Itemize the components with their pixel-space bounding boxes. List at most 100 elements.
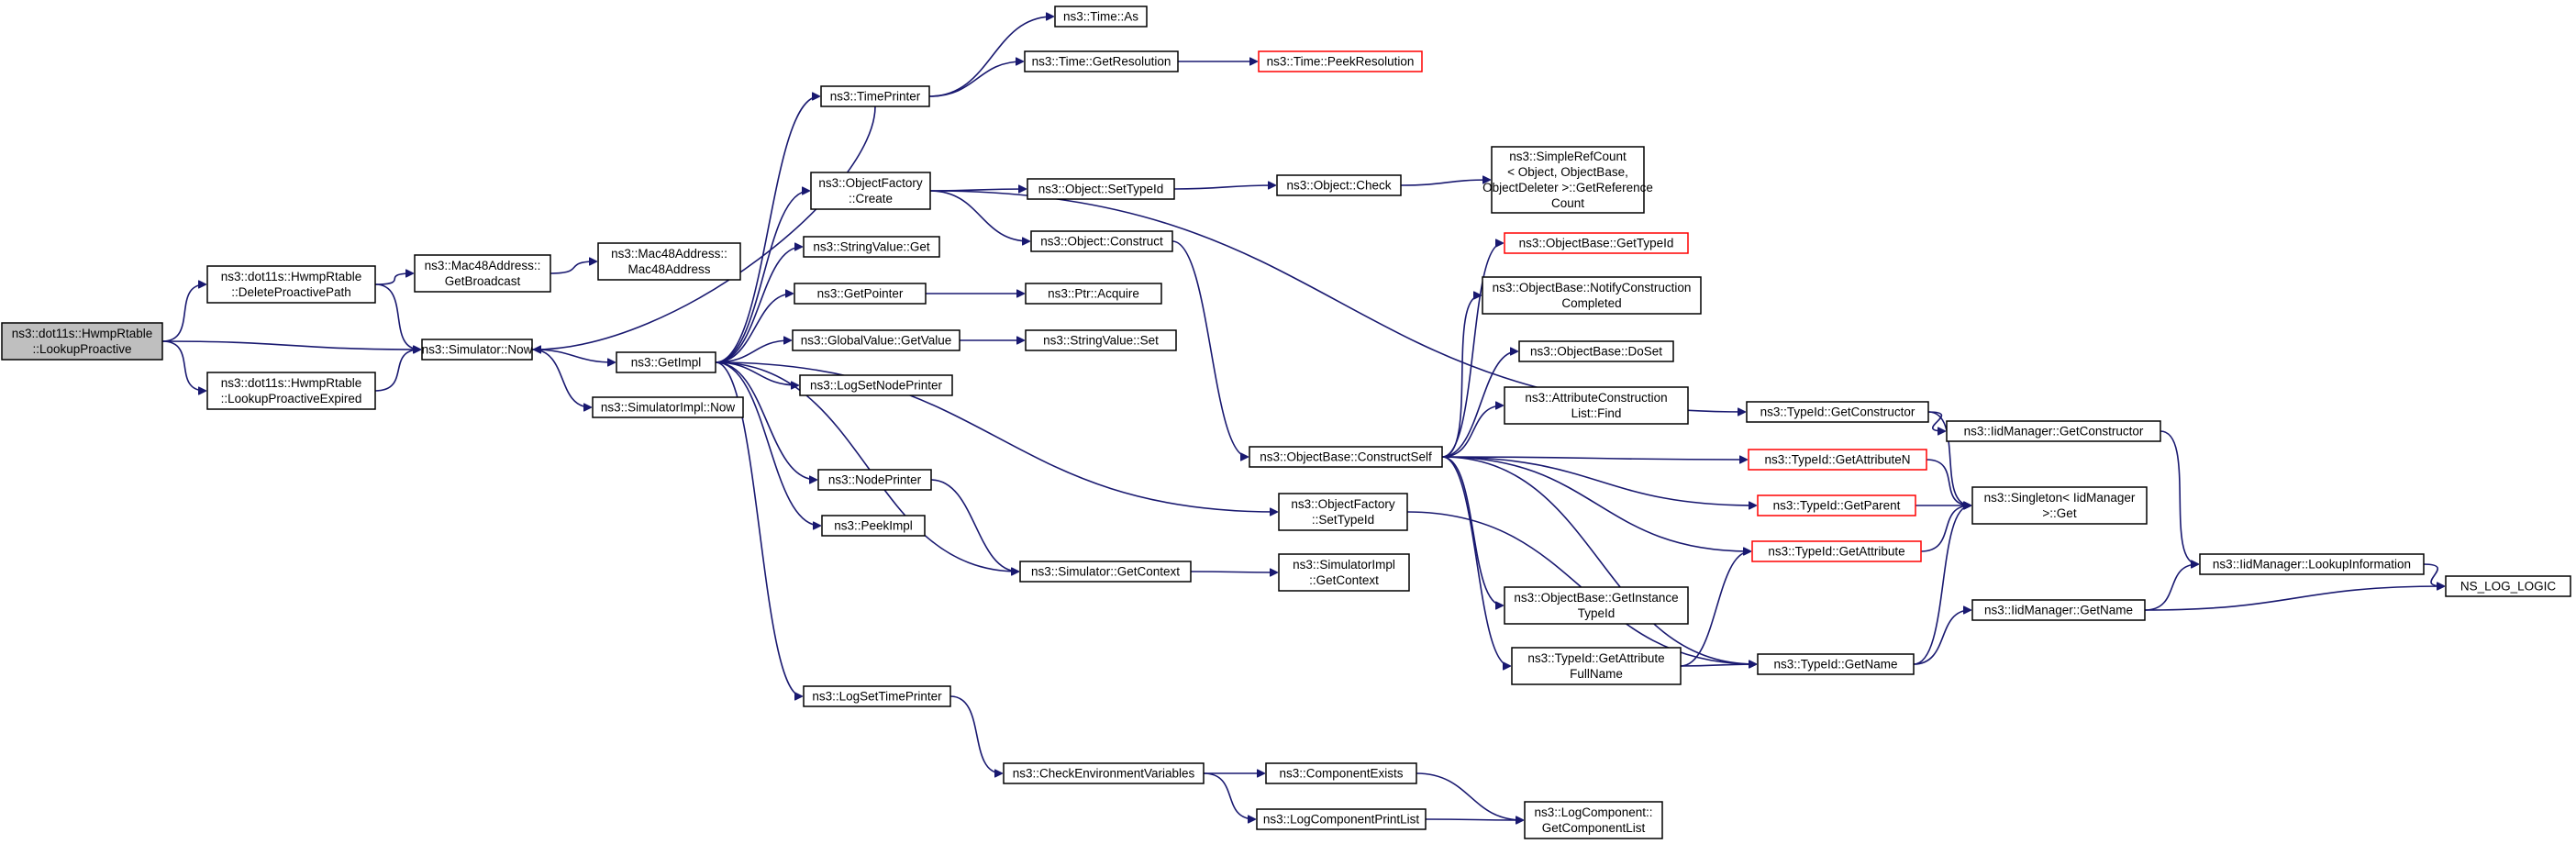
node-label: ns3::Time::PeekResolution <box>1267 54 1415 68</box>
node-obnotify[interactable]: ns3::ObjectBase::NotifyConstructionCompl… <box>1482 276 1702 315</box>
node-label: ns3::IidManager::GetName <box>1984 603 2133 616</box>
node-label: ns3::TypeId::GetConstructor <box>1760 405 1915 418</box>
node-nodeprinter[interactable]: ns3::NodePrinter <box>817 469 932 491</box>
node-peekimpl[interactable]: ns3::PeekImpl <box>821 515 926 537</box>
node-label: ns3::Simulator::Now <box>422 342 533 356</box>
node-label: ns3::CheckEnvironmentVariables <box>1013 766 1195 780</box>
node-box <box>1524 801 1663 839</box>
node-compexists[interactable]: ns3::ComponentExists <box>1265 762 1417 784</box>
edge-lpexp-to-simnow <box>374 350 420 392</box>
node-root[interactable]: ns3::dot11s::HwmpRtable::LookupProactive <box>1 322 163 361</box>
node-label: GetBroadcast <box>445 274 521 288</box>
node-label: ns3::ObjectBase::DoSet <box>1530 344 1662 358</box>
node-strvalget[interactable]: ns3::StringValue::Get <box>803 236 940 258</box>
node-simnow[interactable]: ns3::Simulator::Now <box>421 339 533 361</box>
node-box <box>1003 762 1205 784</box>
node-tidgetctor[interactable]: ns3::TypeId::GetConstructor <box>1746 401 1929 423</box>
node-box <box>1757 653 1915 675</box>
node-label: ns3::StringValue::Set <box>1043 333 1159 347</box>
node-label: ns3::NodePrinter <box>828 472 922 486</box>
node-logcompprint[interactable]: ns3::LogComponentPrintList <box>1256 808 1427 830</box>
node-timepeekres[interactable]: ns3::Time::PeekResolution <box>1258 50 1423 72</box>
node-nslog[interactable]: NS_LOG_LOGIC <box>2445 575 2571 597</box>
node-label: ns3::LogComponent:: <box>1534 805 1652 819</box>
node-tidgetname[interactable]: ns3::TypeId::GetName <box>1757 653 1915 675</box>
node-macaddr[interactable]: ns3::Mac48Address::Mac48Address <box>597 242 741 281</box>
node-gvget[interactable]: ns3::GlobalValue::GetValue <box>792 329 960 351</box>
node-strvalset[interactable]: ns3::StringValue::Set <box>1025 329 1177 351</box>
node-label: < Object, ObjectBase, <box>1507 165 1628 179</box>
node-delpath[interactable]: ns3::dot11s::HwmpRtable::DeleteProactive… <box>206 265 376 304</box>
node-box <box>803 236 940 258</box>
node-box <box>1258 50 1423 72</box>
node-logsettime[interactable]: ns3::LogSetTimePrinter <box>803 685 951 707</box>
node-box <box>1019 561 1192 583</box>
edge-iidgetname-to-nslog <box>2144 586 2444 611</box>
node-simimplnow[interactable]: ns3::SimulatorImpl::Now <box>592 396 744 418</box>
node-label: TypeId <box>1578 606 1616 620</box>
node-label: ns3::SimpleRefCount <box>1509 150 1627 163</box>
node-logsetnode[interactable]: ns3::LogSetNodePrinter <box>799 374 953 396</box>
node-iidgetctor[interactable]: ns3::IidManager::GetConstructor <box>1946 420 2161 442</box>
edge-simnow-to-simimplnow <box>531 349 591 407</box>
node-box <box>820 85 930 107</box>
edge-tidgetattr-to-singletonget <box>1920 505 1971 552</box>
node-objfcreate[interactable]: ns3::ObjectFactory::Create <box>810 172 931 210</box>
node-label: ns3::Object::Construct <box>1040 234 1163 248</box>
node-objfsettid[interactable]: ns3::ObjectFactory::SetTypeId <box>1278 493 1408 531</box>
node-simgetctx[interactable]: ns3::Simulator::GetContext <box>1019 561 1192 583</box>
node-box <box>792 329 960 351</box>
node-label: ObjectDeleter >::GetReference <box>1482 181 1653 194</box>
node-simplerefcount[interactable]: ns3::SimpleRefCount< Object, ObjectBase,… <box>1482 146 1653 214</box>
node-obdoset[interactable]: ns3::ObjectBase::DoSet <box>1518 340 1674 362</box>
node-iidlookup[interactable]: ns3::IidManager::LookupInformation <box>2199 553 2425 575</box>
node-iidgetname[interactable]: ns3::IidManager::GetName <box>1971 599 2146 621</box>
node-ptracquire[interactable]: ns3::Ptr::Acquire <box>1025 283 1162 305</box>
node-objcheck[interactable]: ns3::Object::Check <box>1276 174 1402 196</box>
node-box <box>1748 449 1927 471</box>
node-box <box>592 396 744 418</box>
node-logcompget[interactable]: ns3::LogComponent::GetComponentList <box>1524 801 1663 839</box>
node-box <box>2445 575 2571 597</box>
node-timegetres[interactable]: ns3::Time::GetResolution <box>1024 50 1179 72</box>
node-objconstruct[interactable]: ns3::Object::Construct <box>1030 230 1173 252</box>
node-box <box>1024 50 1179 72</box>
node-singletonget[interactable]: ns3::Singleton< IidManager >::Get <box>1971 486 2148 525</box>
node-tidgetparent[interactable]: ns3::TypeId::GetParent <box>1757 494 1916 516</box>
node-label: ns3::TimePrinter <box>830 89 921 103</box>
node-label: ::GetContext <box>1309 573 1379 587</box>
node-label: ns3::Object::SetTypeId <box>1038 182 1164 195</box>
edge-obconstructself-to-obnotify <box>1441 295 1481 458</box>
node-tidgetattrn[interactable]: ns3::TypeId::GetAttributeN <box>1748 449 1927 471</box>
edge-delpath-to-macbc <box>374 273 413 285</box>
node-label: ns3::SimulatorImpl <box>1293 558 1395 572</box>
node-label: ns3::ComponentExists <box>1279 766 1403 780</box>
node-label: ns3::TypeId::GetName <box>1773 657 1897 671</box>
node-checkenv[interactable]: ns3::CheckEnvironmentVariables <box>1003 762 1205 784</box>
node-timeprinter[interactable]: ns3::TimePrinter <box>820 85 930 107</box>
node-label: ns3::ObjectBase::GetInstance <box>1514 591 1678 605</box>
edge-objsettid-to-objcheck <box>1173 185 1275 190</box>
node-objsettid[interactable]: ns3::Object::SetTypeId <box>1027 178 1175 200</box>
node-box <box>794 283 927 305</box>
edge-obconstructself-to-obgetinst <box>1441 456 1503 605</box>
node-simimplctx[interactable]: ns3::SimulatorImpl::GetContext <box>1278 553 1410 592</box>
node-label: NS_LOG_LOGIC <box>2460 579 2557 593</box>
node-obgettid[interactable]: ns3::ObjectBase::GetTypeId <box>1504 232 1689 254</box>
node-timeas[interactable]: ns3::Time::As <box>1054 6 1148 28</box>
node-label: ns3::TypeId::GetParent <box>1773 498 1901 512</box>
node-box <box>817 469 932 491</box>
node-macbc[interactable]: ns3::Mac48Address::GetBroadcast <box>414 254 551 293</box>
edge-timeprinter-to-simnow <box>534 106 876 350</box>
node-box <box>1971 599 2146 621</box>
node-obconstructself[interactable]: ns3::ObjectBase::ConstructSelf <box>1249 446 1443 468</box>
node-label: ::LookupProactiveExpired <box>221 392 362 405</box>
node-getimpl[interactable]: ns3::GetImpl <box>616 351 716 373</box>
node-getpointer[interactable]: ns3::GetPointer <box>794 283 927 305</box>
node-lpexp[interactable]: ns3::dot11s::HwmpRtable::LookupProactive… <box>206 372 376 410</box>
node-tidgetattr[interactable]: ns3::TypeId::GetAttribute <box>1751 540 1922 562</box>
node-box <box>803 685 951 707</box>
